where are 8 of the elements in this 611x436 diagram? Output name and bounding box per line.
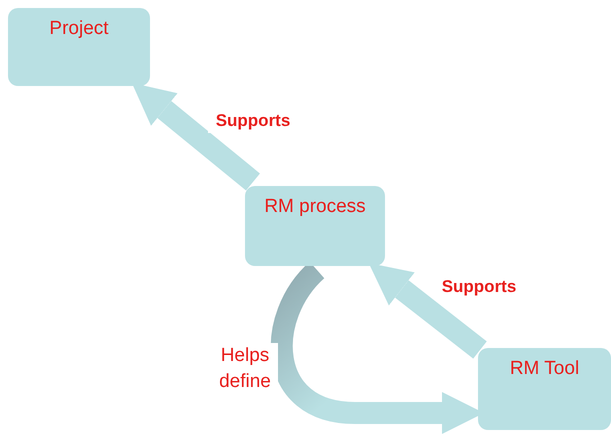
node-label: RM Tool [510,358,580,381]
node-label: RM process [264,196,366,219]
process-box [245,186,385,266]
node-label: Project [49,18,109,41]
process-box [478,348,611,430]
block-arrow [132,82,260,191]
process-box [8,8,150,86]
block-arrow [368,263,487,359]
